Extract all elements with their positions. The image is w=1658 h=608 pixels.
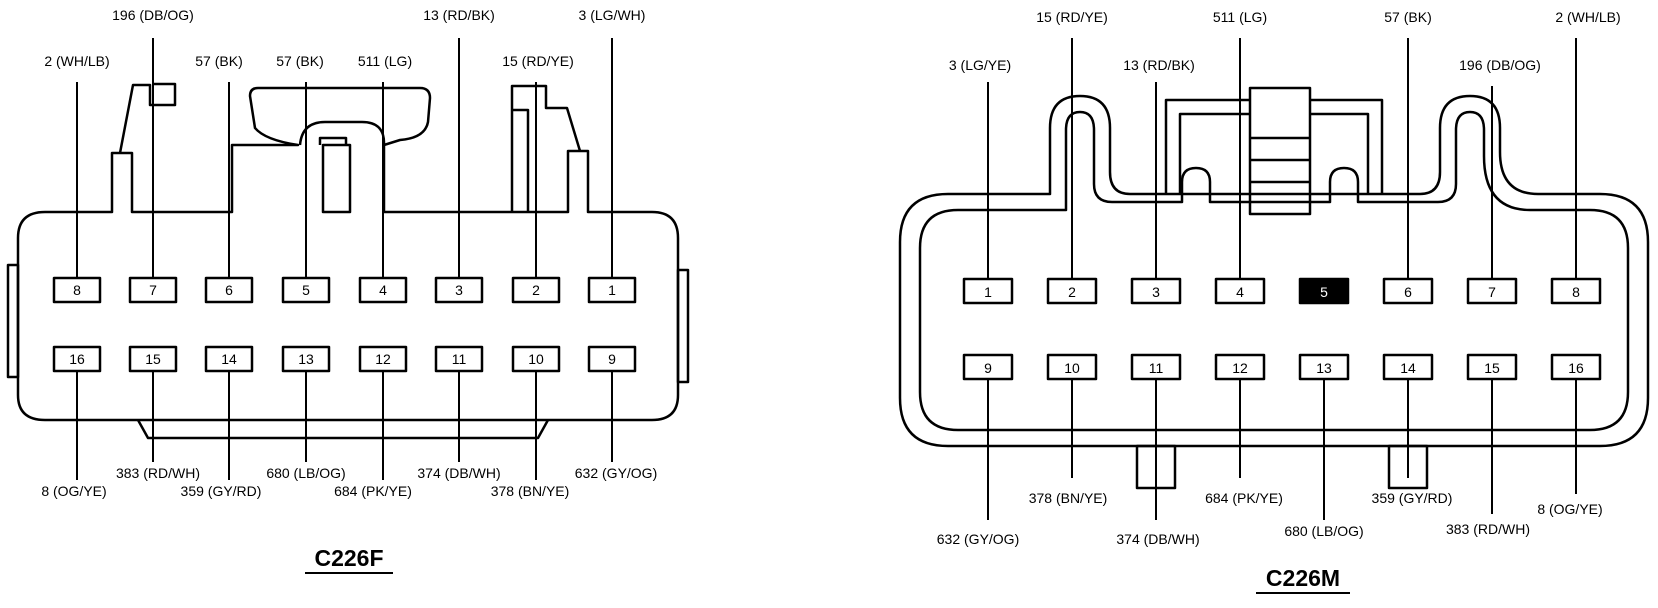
c226f-pin-6-number: 6	[225, 282, 233, 298]
c226f-wire-label-pin-6: 57 (BK)	[195, 53, 242, 69]
c226m-pin-10-number: 10	[1064, 360, 1080, 376]
c226m-housing	[898, 86, 1650, 490]
connector-c226f: 8 7 6 5 4 3 2 1 16 15 14 13 12 11 10 9 2…	[6, 7, 690, 574]
c226m-wire-label-pin-3: 13 (RD/BK)	[1123, 57, 1195, 73]
c226m-wire-labels: 3 (LG/YE) 15 (RD/YE) 13 (RD/BK) 511 (LG)…	[937, 9, 1621, 547]
c226m-pin-15-number: 15	[1484, 360, 1500, 376]
c226f-wire-label-pin-15: 383 (RD/WH)	[116, 465, 200, 481]
c226f-wire-label-pin-10: 378 (BN/YE)	[491, 483, 570, 499]
c226m-wire-label-pin-11: 374 (DB/WH)	[1116, 531, 1199, 547]
c226m-wire-label-pin-1: 3 (LG/YE)	[949, 57, 1011, 73]
c226f-wire-label-pin-2: 15 (RD/YE)	[502, 53, 574, 69]
c226m-wire-label-pin-6: 57 (BK)	[1384, 9, 1431, 25]
c226m-pin-2-number: 2	[1068, 284, 1076, 300]
c226f-wire-label-pin-12: 684 (PK/YE)	[334, 483, 412, 499]
c226f-pin-12-number: 12	[375, 351, 391, 367]
c226m-leader-lines	[987, 38, 1577, 520]
c226f-wire-label-pin-16: 8 (OG/YE)	[41, 483, 106, 499]
c226m-pin-7-number: 7	[1488, 284, 1496, 300]
c226m-wire-label-pin-13: 680 (LB/OG)	[1284, 523, 1363, 539]
c226m-pin-5-number: 5	[1320, 284, 1328, 300]
c226m-pin-11-number: 11	[1149, 360, 1164, 376]
c226f-housing	[6, 82, 690, 440]
c226f-pin-8-number: 8	[73, 282, 81, 298]
c226m-pin-13-number: 13	[1316, 360, 1332, 376]
c226f-pin-boxes	[52, 276, 637, 373]
c226f-wire-label-pin-8: 2 (WH/LB)	[44, 53, 109, 69]
c226m-pin-3-number: 3	[1152, 284, 1160, 300]
c226m-pin-9-number: 9	[984, 360, 992, 376]
c226m-pin-boxes	[962, 277, 1602, 381]
c226f-pin-14-number: 14	[221, 351, 237, 367]
c226f-pin-4-number: 4	[379, 282, 387, 298]
c226m-wire-label-pin-4: 511 (LG)	[1213, 9, 1267, 25]
c226m-wire-label-pin-9: 632 (GY/OG)	[937, 531, 1019, 547]
c226f-wire-label-pin-11: 374 (DB/WH)	[417, 465, 500, 481]
c226m-pin-5-box	[1298, 277, 1350, 305]
c226m-pin-12-number: 12	[1232, 360, 1248, 376]
c226f-pin-7-number: 7	[149, 282, 157, 298]
c226m-pin-4-number: 4	[1236, 284, 1244, 300]
c226m-wire-label-pin-14: 359 (GY/RD)	[1372, 490, 1453, 506]
c226f-leader-lines	[76, 38, 613, 480]
c226f-wire-label-pin-1: 3 (LG/WH)	[579, 7, 646, 23]
c226f-pin-1-number: 1	[608, 282, 616, 298]
c226f-pin-3-number: 3	[455, 282, 463, 298]
c226m-wire-label-pin-15: 383 (RD/WH)	[1446, 521, 1530, 537]
c226f-wire-labels: 2 (WH/LB) 196 (DB/OG) 57 (BK) 57 (BK) 51…	[41, 7, 657, 499]
c226f-pin-13-number: 13	[298, 351, 314, 367]
c226m-pin-6-number: 6	[1404, 284, 1412, 300]
c226f-wire-label-pin-14: 359 (GY/RD)	[181, 483, 262, 499]
c226m-wire-label-pin-7: 196 (DB/OG)	[1459, 57, 1541, 73]
c226m-pin-14-number: 14	[1400, 360, 1416, 376]
c226f-wire-label-pin-4: 511 (LG)	[358, 53, 412, 69]
c226m-wire-label-pin-2: 15 (RD/YE)	[1036, 9, 1108, 25]
c226f-pin-numbers: 8 7 6 5 4 3 2 1 16 15 14 13 12 11 10 9	[69, 282, 616, 367]
c226f-wire-label-pin-3: 13 (RD/BK)	[423, 7, 495, 23]
c226f-pin-15-number: 15	[145, 351, 161, 367]
c226m-pin-8-number: 8	[1572, 284, 1580, 300]
c226f-pin-16-number: 16	[69, 351, 85, 367]
c226f-pin-10-number: 10	[528, 351, 544, 367]
c226m-wire-label-pin-8: 2 (WH/LB)	[1555, 9, 1620, 25]
c226f-pin-11-number: 11	[452, 351, 467, 367]
connector-c226m: 1 2 3 4 5 6 7 8 9 10 11 12 13 14 15 16 3…	[898, 9, 1650, 594]
c226f-wire-label-pin-7: 196 (DB/OG)	[112, 7, 194, 23]
c226f-wire-label-pin-9: 632 (GY/OG)	[575, 465, 657, 481]
c226m-wire-label-pin-10: 378 (BN/YE)	[1029, 490, 1108, 506]
c226m-wire-label-pin-16: 8 (OG/YE)	[1537, 501, 1602, 517]
c226f-wire-label-pin-5: 57 (BK)	[276, 53, 323, 69]
c226m-pin-numbers: 1 2 3 4 5 6 7 8 9 10 11 12 13 14 15 16	[984, 284, 1584, 376]
c226f-title: C226F	[314, 545, 383, 571]
c226f-wire-label-pin-13: 680 (LB/OG)	[266, 465, 345, 481]
c226m-pin-16-number: 16	[1568, 360, 1584, 376]
c226f-pin-2-number: 2	[532, 282, 540, 298]
c226f-pin-9-number: 9	[608, 351, 616, 367]
c226m-wire-label-pin-12: 684 (PK/YE)	[1205, 490, 1283, 506]
c226f-pin-5-number: 5	[302, 282, 310, 298]
c226m-pin-1-number: 1	[984, 284, 992, 300]
c226m-title: C226M	[1266, 565, 1340, 591]
